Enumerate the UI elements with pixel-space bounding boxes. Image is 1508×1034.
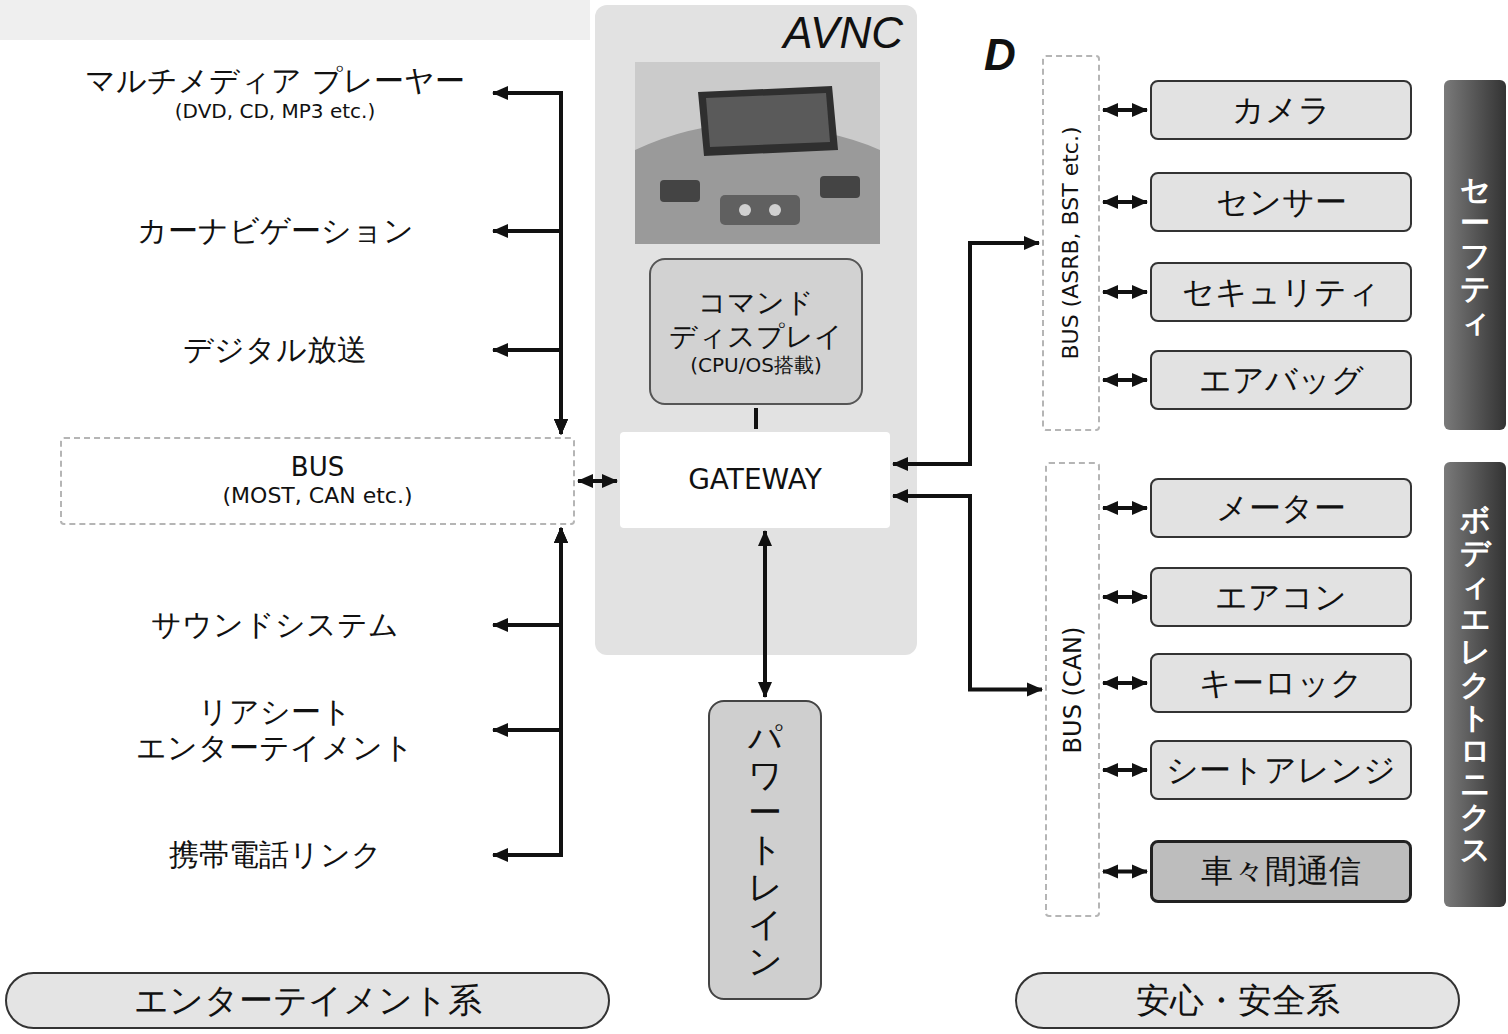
category-pill: エンターテイメント系	[5, 972, 610, 1029]
box-text: (MOST, CAN etc.)	[223, 483, 413, 509]
connector-arrow	[1103, 108, 1147, 112]
category-band: セーフティ	[1444, 80, 1506, 430]
connector-arrow	[893, 243, 1039, 464]
connector-arrow	[893, 496, 1042, 690]
box-text: マルチメディア プレーヤー	[85, 63, 465, 99]
category-band: ボディエレクトロニクス	[1444, 462, 1506, 907]
avnc-shade	[595, 5, 917, 655]
dashboard-knob	[769, 204, 781, 216]
connector-arrow	[1103, 681, 1147, 685]
dashboard-vent	[660, 180, 700, 202]
connector-arrow	[1103, 870, 1147, 874]
function-label: 携帯電話リンク	[60, 827, 490, 883]
gateway-box: GATEWAY	[620, 432, 890, 528]
box-text: ボディエレクトロニクス	[1460, 503, 1490, 866]
connector-arrow	[1103, 378, 1147, 382]
box-text: カーナビゲーション	[137, 213, 414, 249]
box-text: GATEWAY	[688, 463, 822, 497]
box-text: デジタル放送	[183, 332, 367, 368]
box-text: (CPU/OS搭載)	[690, 353, 821, 377]
box-text: メーター	[1216, 489, 1346, 527]
dashboard-vent	[820, 176, 860, 198]
device-box: キーロック	[1150, 653, 1412, 713]
box-text: 車々間通信	[1201, 852, 1361, 890]
box-text: セーフティ	[1460, 173, 1490, 338]
connector-arrow	[493, 231, 561, 434]
category-pill: 安心・安全系	[1015, 972, 1460, 1029]
box-text: シートアレンジ	[1166, 751, 1396, 789]
box-text: セキュリティ	[1182, 273, 1380, 311]
device-box: 車々間通信	[1150, 840, 1412, 903]
dashboard-photo	[635, 62, 880, 244]
box-text: センサー	[1216, 183, 1347, 221]
function-label: サウンドシステム	[60, 597, 490, 653]
connector-arrow	[1103, 768, 1147, 772]
box-text: 携帯電話リンク	[169, 837, 382, 873]
box-text: BUS (CAN)	[1058, 626, 1087, 753]
box-text: BUS (ASRB, BST etc.)	[1058, 126, 1084, 359]
connector-arrow	[763, 531, 767, 697]
avnc-region: AVNC コマンド ディスプレイ(CPU/OS搭載) GATEWAY	[595, 5, 917, 655]
function-label: カーナビゲーション	[60, 203, 490, 259]
dashboard-screen-glass	[706, 93, 830, 147]
box-text: エアバッグ	[1199, 361, 1364, 399]
connector-arrow	[578, 479, 617, 483]
connector-arrow	[1103, 595, 1147, 599]
dashboard-console	[720, 195, 800, 225]
box-text: カメラ	[1232, 91, 1331, 129]
function-label: リアシート エンターテイメント	[60, 686, 490, 774]
connector-arrow	[493, 93, 561, 434]
box-text: BUS	[291, 452, 344, 483]
box-text: サウンドシステム	[151, 607, 399, 643]
connector-arrow	[1103, 200, 1147, 204]
connector-arrow	[754, 408, 758, 429]
function-label: デジタル放送	[60, 322, 490, 378]
device-box: エアバッグ	[1150, 350, 1412, 410]
box-text: キーロック	[1199, 664, 1363, 702]
dashboard-screen	[698, 86, 838, 156]
device-box: カメラ	[1150, 80, 1412, 140]
device-box: メーター	[1150, 478, 1412, 538]
box-text: パワートレイン	[748, 719, 782, 981]
connector-arrow	[1103, 290, 1147, 294]
bus-box: BUS (CAN)	[1045, 462, 1100, 917]
device-box: シートアレンジ	[1150, 740, 1412, 800]
display-box: コマンド ディスプレイ(CPU/OS搭載)	[649, 258, 863, 405]
function-label: マルチメディア プレーヤー(DVD, CD, MP3 etc.)	[60, 48, 490, 138]
box-text: コマンド ディスプレイ	[665, 286, 847, 353]
device-box: エアコン	[1150, 567, 1412, 627]
device-box: センサー	[1150, 172, 1412, 232]
box-text: エンターテイメント系	[134, 980, 482, 1021]
connector-arrow	[493, 528, 561, 730]
box-text: リアシート エンターテイメント	[125, 694, 425, 766]
connector-arrow	[1103, 506, 1147, 510]
connector-arrow	[493, 350, 561, 434]
paper-shade	[0, 0, 590, 40]
bus-box: BUS (ASRB, BST etc.)	[1042, 55, 1100, 431]
powertrain-box: パワートレイン	[708, 700, 822, 1000]
box-text: エアコン	[1215, 578, 1347, 616]
dashboard-knob	[739, 204, 751, 216]
bus-box: BUS(MOST, CAN etc.)	[60, 437, 575, 525]
section-letter: D	[984, 30, 1016, 80]
connector-arrow	[493, 528, 561, 625]
device-box: セキュリティ	[1150, 262, 1412, 322]
box-text: AVNC	[783, 7, 903, 60]
box-text: (DVD, CD, MP3 etc.)	[175, 99, 375, 123]
connector-arrow	[493, 528, 561, 855]
box-text: 安心・安全系	[1136, 980, 1340, 1021]
